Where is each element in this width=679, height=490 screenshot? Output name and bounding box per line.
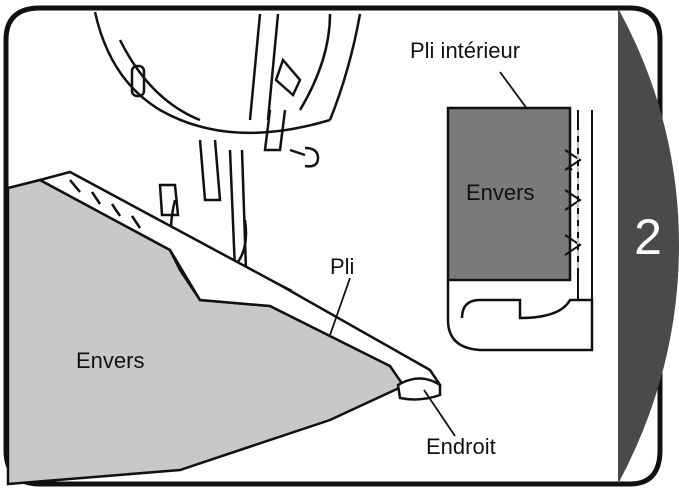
label-fold: Pli [330,254,355,279]
step-tab [618,8,679,484]
label-wrong-side-main: Envers [76,348,145,373]
fold-roll [396,377,442,401]
step-number: 2 [634,209,662,265]
label-wrong-side-inset: Envers [466,180,535,205]
leader-pli [329,277,351,336]
label-inner-fold: Pli intérieur [410,38,521,63]
label-right-side: Endroit [426,434,496,459]
leader-endroit [423,389,456,437]
fabric-fold-hatch [69,179,142,229]
inset-cross-section [446,106,594,352]
